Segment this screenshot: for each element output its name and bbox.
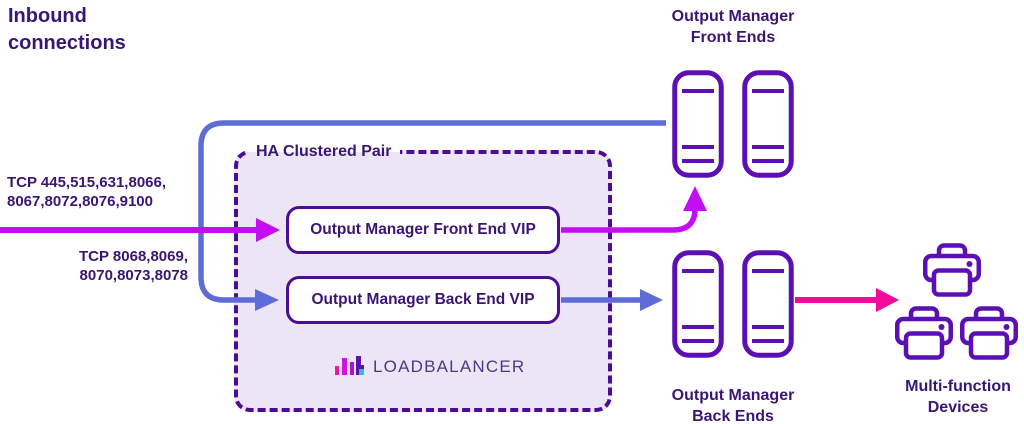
back-end-vip-box: Output Manager Back End VIP bbox=[286, 276, 560, 324]
frontends-to-backend-vip-arrow bbox=[198, 120, 666, 311]
loadbalancer-logo-text: LOADBALANCER bbox=[373, 357, 526, 376]
back-end-vip-label: Output Manager Back End VIP bbox=[311, 291, 535, 308]
devices-label: Multi-function Devices bbox=[858, 376, 1024, 418]
server-icon bbox=[672, 250, 724, 358]
ha-cluster-label: HA Clustered Pair bbox=[247, 141, 401, 162]
back-end-ports-label: TCP 8068,8069, 8070,8073,8078 bbox=[8, 247, 188, 285]
inbound-arrow bbox=[0, 218, 280, 242]
printer-icon bbox=[960, 306, 1018, 360]
back-end-ports-line2: 8070,8073,8078 bbox=[79, 267, 188, 284]
front-end-vip-box: Output Manager Front End VIP bbox=[286, 206, 560, 254]
server-icon bbox=[672, 70, 724, 178]
back-end-ports-line1: TCP 8068,8069, bbox=[79, 248, 188, 265]
front-end-ports-label: TCP 445,515,631,8066, 8067,8072,8076,910… bbox=[7, 173, 166, 211]
back-ends-label-line1: Output Manager bbox=[671, 387, 795, 404]
front-end-ports-line1: TCP 445,515,631,8066, bbox=[7, 174, 167, 191]
backend-vip-to-backends-arrow bbox=[561, 289, 663, 311]
front-ends-label: Output Manager Front Ends bbox=[633, 6, 833, 48]
back-ends-label-line2: Back Ends bbox=[692, 408, 774, 424]
server-icon bbox=[742, 70, 794, 178]
front-ends-label-line1: Output Manager bbox=[671, 8, 795, 25]
devices-label-line2: Devices bbox=[927, 399, 989, 416]
frontend-vip-to-frontends-arrow bbox=[561, 186, 707, 233]
printer-icon bbox=[923, 243, 981, 297]
server-icon bbox=[742, 250, 794, 358]
front-end-ports-line2: 8067,8072,8076,9100 bbox=[7, 193, 153, 210]
printer-icon bbox=[895, 306, 953, 360]
bar-chart-logo-icon bbox=[335, 356, 364, 375]
front-end-vip-label: Output Manager Front End VIP bbox=[310, 221, 536, 238]
loadbalancer-logo: LOADBALANCER bbox=[334, 352, 525, 382]
front-ends-label-line2: Front Ends bbox=[690, 29, 776, 46]
backends-to-devices-arrow bbox=[795, 288, 899, 312]
devices-label-line1: Multi-function bbox=[905, 378, 1011, 395]
page-title: Inbound connections bbox=[8, 5, 126, 54]
back-ends-label: Output Manager Back Ends bbox=[633, 385, 833, 424]
